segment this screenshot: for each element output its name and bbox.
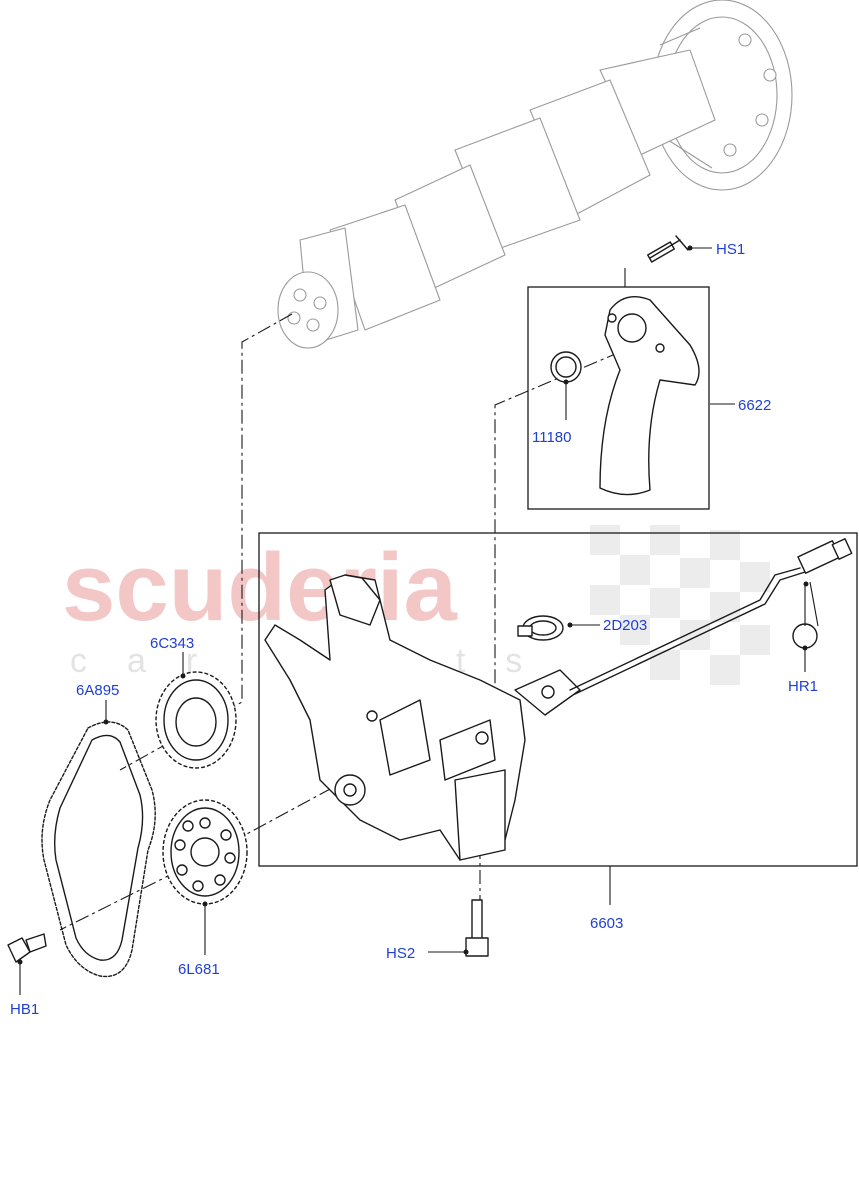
callout-11180: 11180 bbox=[532, 429, 572, 446]
leader-lines bbox=[19, 247, 819, 995]
callout-6l681: 6L681 bbox=[178, 961, 220, 978]
sensor-o-ring bbox=[517, 615, 564, 641]
watermark-brand: scuderia bbox=[62, 534, 457, 641]
oil-pump-box bbox=[258, 532, 858, 867]
sensor-grommet bbox=[792, 623, 818, 649]
callout-hs1: HS1 bbox=[716, 241, 745, 258]
drive-sprocket bbox=[162, 799, 248, 905]
callout-dots bbox=[17, 245, 809, 965]
oil-pump-assembly bbox=[264, 574, 581, 861]
callout-6c343: 6C343 bbox=[150, 635, 194, 652]
checkered-flag-logo bbox=[590, 525, 770, 685]
pressure-sensor-with-harness bbox=[569, 538, 853, 695]
pump-bolt bbox=[465, 899, 489, 957]
crankshaft-ghost bbox=[277, 0, 793, 349]
pickup-tube-seal bbox=[550, 351, 582, 383]
sprocket-bolt bbox=[7, 933, 47, 963]
callout-hr1: HR1 bbox=[788, 678, 818, 695]
oil-pickup-tube bbox=[599, 296, 700, 496]
callout-6622: 6622 bbox=[738, 397, 771, 414]
pickup-tube-bolt bbox=[647, 235, 689, 263]
callout-2d203: 2D203 bbox=[603, 617, 647, 634]
callout-6a895: 6A895 bbox=[76, 682, 119, 699]
callout-6603: 6603 bbox=[590, 915, 623, 932]
timing-chain bbox=[41, 721, 156, 978]
callout-hb1: HB1 bbox=[10, 1001, 39, 1018]
driven-sprocket bbox=[155, 671, 237, 769]
pickup-tube-box bbox=[527, 286, 710, 510]
callout-hs2: HS2 bbox=[386, 945, 415, 962]
